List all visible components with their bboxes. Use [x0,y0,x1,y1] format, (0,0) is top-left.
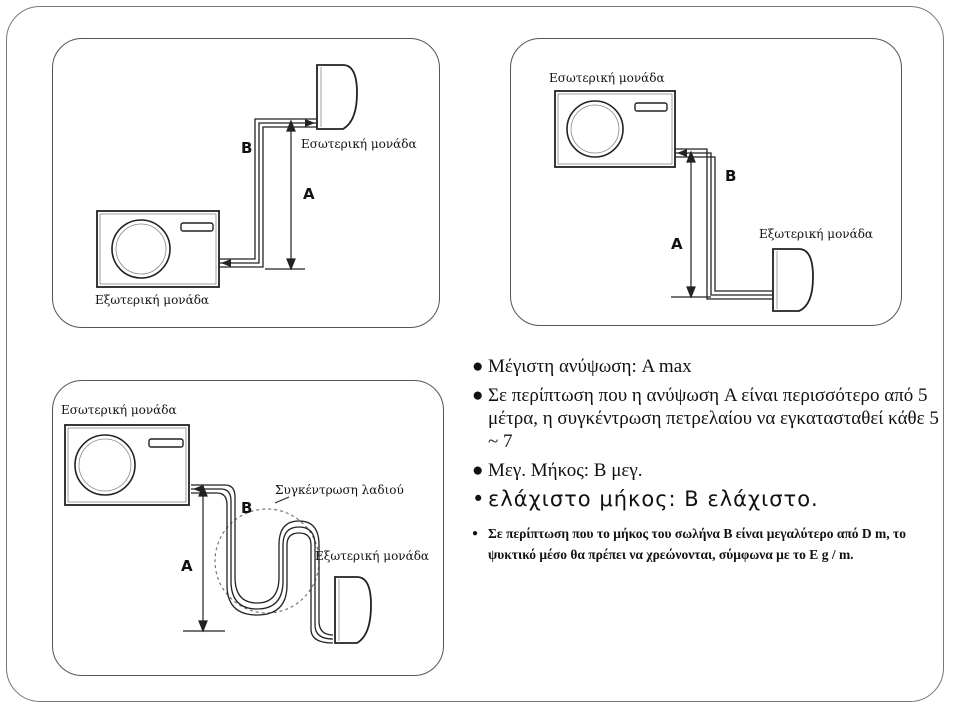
diagram-indoor-above [96,64,358,288]
note-refrigerant: ● Σε περίπτωση που το μήκος του σωλήνα B… [470,523,940,565]
panel-indoor-below: Εσωτερική μονάδα Εξωτερική μονάδα A B [510,38,902,326]
height-letter: A [303,185,315,203]
indoor-unit-label: Εσωτερική μονάδα [301,137,417,151]
note-max-length: ● Μεγ. Μήκος: B μεγ. [470,459,940,482]
oil-trap-label: Συγκέντρωση λαδιού [275,483,404,497]
refrigerant-pipe [675,148,773,300]
indoor-unit [316,64,358,130]
note-oil-trap: ● Σε περίπτωση που η ανύψωση A είναι περ… [470,384,940,453]
height-dimension [671,150,711,299]
note-text: Σε περίπτωση που η ανύψωση A είναι περισ… [488,385,939,452]
length-letter: B [725,167,737,185]
panel-indoor-above: Εσωτερική μονάδα Εξωτερική μονάδα A B [52,38,440,328]
note-text: Μεγ. Μήκος: B μεγ. [488,460,643,481]
diagram-oil-trap [64,424,372,644]
refrigerant-pipe [191,484,334,644]
indoor-unit [554,90,676,168]
panel-oil-trap: Εσωτερική μονάδα Εξωτερική μονάδα Συγκέν… [52,380,444,676]
note-max-elevation: ● Μέγιστη ανύψωση: A max [470,355,940,378]
note-text: Μέγιστη ανύψωση: A max [488,356,692,377]
height-dimension [265,119,305,271]
note-text: Σε περίπτωση που το μήκος του σωλήνα B ε… [488,526,907,562]
outdoor-unit-label: Εξωτερική μονάδα [315,549,430,563]
diagram-indoor-below [554,90,814,312]
bullet-icon: ● [472,356,484,377]
bullet-icon: ● [472,385,484,406]
indoor-unit-label: Εσωτερική μονάδα [549,71,665,85]
outdoor-unit [772,248,814,312]
indoor-unit [64,424,190,506]
height-letter: A [671,235,683,253]
bullet-icon: ● [472,528,479,539]
bullet-icon: ● [472,460,484,481]
note-text: ελάχιστο μήκος: B ελάχιστο. [488,487,819,511]
length-letter: B [241,499,253,517]
indoor-unit-label: Εσωτερική μονάδα [61,403,177,417]
height-letter: A [181,557,193,575]
outdoor-unit [96,210,220,288]
outer-frame [6,6,944,702]
outdoor-unit-label: Εξωτερική μονάδα [95,293,210,307]
oil-trap-leader [274,496,290,504]
length-letter: B [241,139,253,157]
outdoor-unit-label: Εξωτερική μονάδα [759,227,874,241]
note-min-length: • ελάχιστο μήκος: B ελάχιστο. [470,488,940,511]
bullet-icon: • [472,487,486,511]
notes-list: ● Μέγιστη ανύψωση: A max ● Σε περίπτωση … [470,355,940,571]
outdoor-unit [334,576,372,644]
